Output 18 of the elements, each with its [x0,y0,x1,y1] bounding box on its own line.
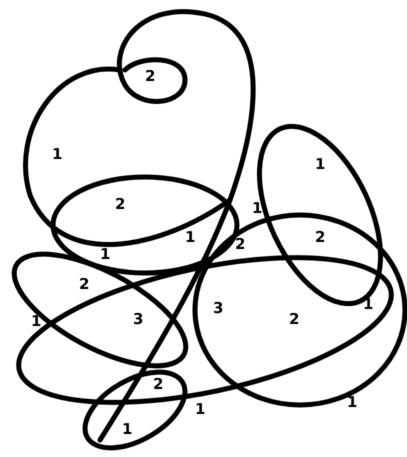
region-number: 3 [133,312,144,327]
region-number: 1 [52,147,62,162]
region-number: 2 [315,230,326,245]
region-number: 1 [252,201,262,216]
region-number: 2 [115,197,126,212]
region-number: 3 [213,301,224,316]
region-number: 1 [195,402,206,417]
region-number: 1 [100,247,110,262]
region-number: 1 [122,422,132,437]
region-number: 2 [153,377,164,392]
region-number: 2 [289,312,300,327]
region-number: 1 [315,157,326,172]
region-number: 1 [185,230,196,245]
region-number: 1 [31,314,42,329]
region-number: 2 [145,69,156,84]
region-number: 2 [79,277,90,292]
region-number: 2 [235,237,246,252]
region-number: 1 [347,395,358,410]
